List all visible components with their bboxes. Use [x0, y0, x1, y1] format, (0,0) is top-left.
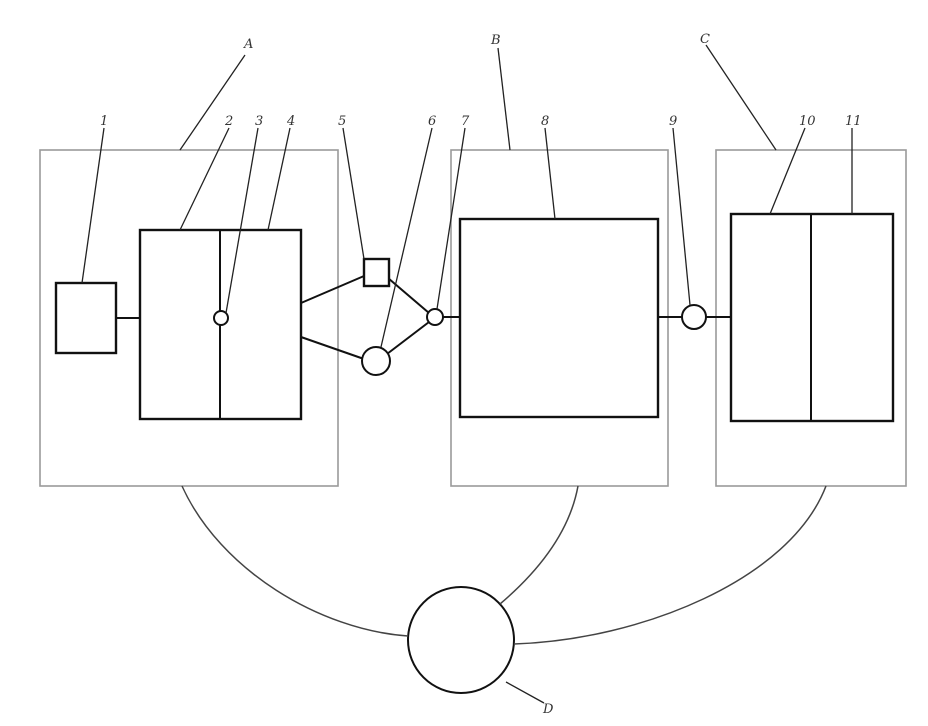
leader-2: [180, 128, 229, 230]
label-part-1: 1: [100, 114, 108, 129]
leader-d: [506, 682, 544, 703]
unit-d-circle: [408, 587, 514, 693]
arc-a-to-d: [182, 486, 408, 636]
leader-10: [770, 128, 805, 214]
wire-6-7: [387, 322, 429, 354]
wire-4-6: [301, 337, 364, 359]
label-part-7: 7: [461, 114, 470, 129]
leader-4: [268, 128, 290, 230]
label-part-8: 8: [541, 114, 549, 129]
leader-8: [545, 128, 555, 219]
component-9: [682, 305, 706, 329]
label-part-4: 4: [286, 114, 295, 129]
wire-5-7: [388, 278, 429, 313]
label-part-5: 5: [338, 114, 346, 129]
leader-b: [498, 48, 510, 150]
component-6: [362, 347, 390, 375]
component-8: [460, 219, 658, 417]
component-5: [364, 259, 389, 286]
label-part-2: 2: [224, 114, 233, 129]
leader-6: [381, 128, 432, 347]
label-part-6: 6: [428, 114, 436, 129]
component-3: [214, 311, 228, 325]
label-part-9: 9: [669, 114, 677, 129]
label-part-3: 3: [255, 114, 263, 129]
label-unit-a: A: [243, 37, 253, 52]
leader-9: [673, 128, 690, 305]
label-part-11: 11: [845, 114, 862, 129]
wire-4-5: [301, 276, 364, 303]
component-7: [427, 309, 443, 325]
label-unit-d: D: [542, 702, 554, 717]
label-part-10: 10: [799, 114, 816, 129]
leader-a: [180, 55, 245, 150]
component-1: [56, 283, 116, 353]
arc-c-to-d: [514, 486, 826, 644]
label-unit-b: B: [490, 33, 501, 48]
arc-b-to-d: [500, 486, 578, 604]
label-unit-c: C: [700, 32, 710, 47]
leader-5: [343, 128, 364, 259]
leader-1: [82, 128, 104, 283]
leader-c: [706, 45, 776, 150]
